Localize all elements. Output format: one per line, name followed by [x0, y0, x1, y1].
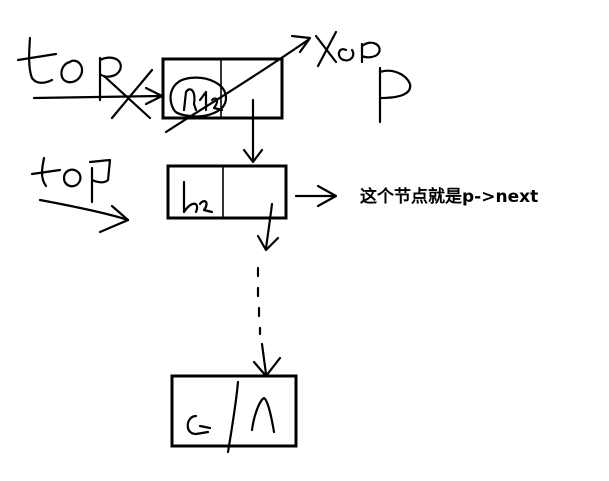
arrow-node2-down	[264, 202, 274, 250]
node-3-box	[170, 374, 298, 448]
node-1-box	[161, 57, 284, 120]
node-2-value-2	[198, 200, 214, 214]
p-label-crossed	[314, 30, 381, 68]
p-pointer-line	[164, 38, 310, 134]
node-2-value-b	[182, 180, 199, 214]
node-1-circle	[169, 76, 228, 118]
null-marker-icon	[250, 396, 276, 434]
node-2-box	[166, 164, 288, 220]
dotted-continuation	[252, 266, 282, 378]
node-3	[170, 374, 298, 454]
node-1	[161, 34, 312, 164]
node-2	[166, 164, 338, 252]
node-3-value	[186, 414, 210, 436]
annotation-text: 这个节点就是p->next	[360, 186, 538, 207]
top-label-1	[16, 36, 164, 120]
node-3-divider	[226, 380, 240, 454]
p-label	[378, 66, 412, 124]
node-1-value-a	[182, 88, 198, 112]
top-label-2	[30, 156, 130, 234]
